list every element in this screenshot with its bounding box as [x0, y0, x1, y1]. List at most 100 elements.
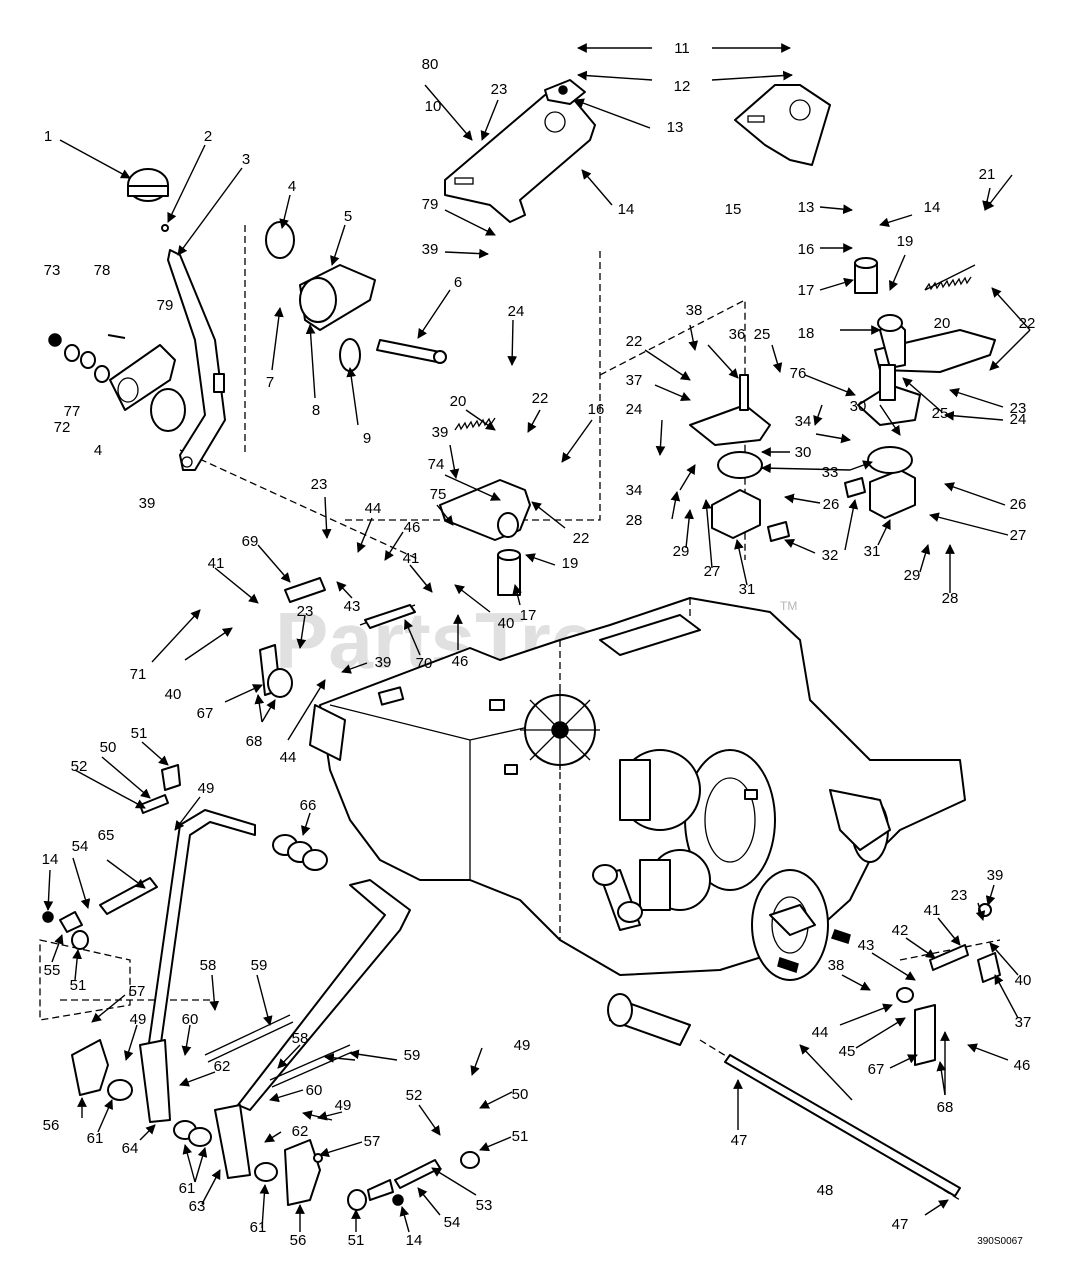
shift-plate-72 — [109, 344, 176, 411]
pedal-rod-63 — [214, 879, 411, 1179]
callout-72: 72 — [54, 419, 71, 436]
callout-leaders — [43, 43, 1031, 1233]
pivot-plate-13a — [544, 79, 586, 105]
callout-13: 13 — [798, 199, 815, 216]
watermark-trademark: TM — [780, 599, 797, 613]
callout-79: 79 — [157, 297, 174, 314]
callout-52: 52 — [406, 1087, 423, 1104]
callout-12: 12 — [674, 78, 691, 95]
callout-21: 21 — [979, 166, 996, 183]
callout-34: 34 — [626, 482, 643, 499]
callout-64: 64 — [122, 1140, 139, 1157]
spring-20-center — [454, 417, 496, 431]
shield-33 — [717, 446, 913, 479]
pedal-rod-64 — [139, 809, 256, 1123]
callout-79: 79 — [422, 196, 439, 213]
link-67-right — [914, 1004, 936, 1066]
callout-27: 27 — [704, 563, 721, 580]
pivot-blocks-56 — [71, 1039, 321, 1206]
callout-46: 46 — [1014, 1057, 1031, 1074]
callout-62: 62 — [214, 1058, 231, 1075]
callout-26: 26 — [1010, 496, 1027, 513]
callout-71: 71 — [130, 666, 147, 683]
callout-74: 74 — [428, 456, 445, 473]
callout-60: 60 — [182, 1011, 199, 1028]
friction-disc-4 — [150, 221, 295, 432]
shift-lever — [127, 168, 226, 471]
callout-67: 67 — [197, 705, 214, 722]
callout-25: 25 — [932, 405, 949, 422]
callout-50: 50 — [512, 1086, 529, 1103]
callout-27: 27 — [1010, 527, 1027, 544]
callout-44: 44 — [812, 1024, 829, 1041]
callout-46: 46 — [404, 519, 421, 536]
callout-75: 75 — [430, 486, 447, 503]
callout-39: 39 — [432, 424, 449, 441]
callout-57: 57 — [129, 983, 146, 1000]
callout-52: 52 — [71, 758, 88, 775]
callout-49: 49 — [198, 780, 215, 797]
callout-49: 49 — [130, 1011, 147, 1028]
callout-25: 25 — [754, 326, 771, 343]
callout-63: 63 — [189, 1198, 206, 1215]
callout-4: 4 — [94, 442, 102, 459]
rod-65 — [99, 877, 158, 915]
callout-17: 17 — [798, 282, 815, 299]
callout-23: 23 — [951, 887, 968, 904]
callout-16: 16 — [798, 241, 815, 258]
callout-51: 51 — [348, 1232, 365, 1249]
callout-54: 54 — [444, 1214, 461, 1231]
callout-65: 65 — [98, 827, 115, 844]
callout-30: 30 — [850, 398, 867, 415]
bushing-66 — [272, 834, 328, 871]
callout-33: 33 — [822, 464, 839, 481]
callout-34: 34 — [795, 413, 812, 430]
callout-59: 59 — [404, 1047, 421, 1064]
washer-group-77 — [64, 344, 110, 383]
callout-20: 20 — [450, 393, 467, 410]
shaft-48 — [724, 1054, 961, 1197]
callout-29: 29 — [904, 567, 921, 584]
callout-28: 28 — [626, 512, 643, 529]
callout-61: 61 — [250, 1219, 267, 1236]
callout-labels: 1 2 3 4 5 6 7 8 9 73 78 79 77 72 4 39 80… — [42, 40, 1036, 1249]
callout-78: 78 — [94, 262, 111, 279]
callout-47: 47 — [892, 1216, 909, 1233]
callout-7: 7 — [266, 374, 274, 391]
callout-41: 41 — [924, 902, 941, 919]
callout-42: 42 — [892, 922, 909, 939]
mount-bracket-15 — [734, 84, 831, 166]
callout-28: 28 — [942, 590, 959, 607]
callout-24: 24 — [626, 401, 643, 418]
callout-39: 39 — [987, 867, 1004, 884]
plate-76 — [857, 364, 921, 426]
callout-76: 76 — [790, 365, 807, 382]
bushing-17-center — [497, 549, 521, 596]
callout-14: 14 — [924, 199, 941, 216]
callout-40: 40 — [165, 686, 182, 703]
callout-56: 56 — [43, 1117, 60, 1134]
callout-45: 45 — [839, 1043, 856, 1060]
drawing-code: 390S0067 — [977, 1236, 1023, 1247]
callout-23: 23 — [1010, 400, 1027, 417]
callout-10: 10 — [425, 98, 442, 115]
block-31-right — [869, 469, 916, 519]
bushings-61 — [107, 1079, 278, 1182]
callout-77: 77 — [64, 403, 81, 420]
callout-46: 46 — [452, 653, 469, 670]
callout-50: 50 — [100, 739, 117, 756]
spring-20-right — [924, 264, 976, 291]
callout-70: 70 — [416, 655, 433, 672]
callout-68: 68 — [937, 1099, 954, 1116]
callout-73: 73 — [44, 262, 61, 279]
callout-22: 22 — [626, 333, 643, 350]
bottom-hardware — [313, 1151, 480, 1211]
callout-40: 40 — [1015, 972, 1032, 989]
callout-22: 22 — [1019, 315, 1036, 332]
callout-55: 55 — [44, 962, 61, 979]
pivot-plate-5 — [299, 264, 376, 331]
callout-22: 22 — [573, 530, 590, 547]
callout-1: 1 — [44, 128, 52, 145]
callout-23: 23 — [491, 81, 508, 98]
callout-38: 38 — [828, 957, 845, 974]
